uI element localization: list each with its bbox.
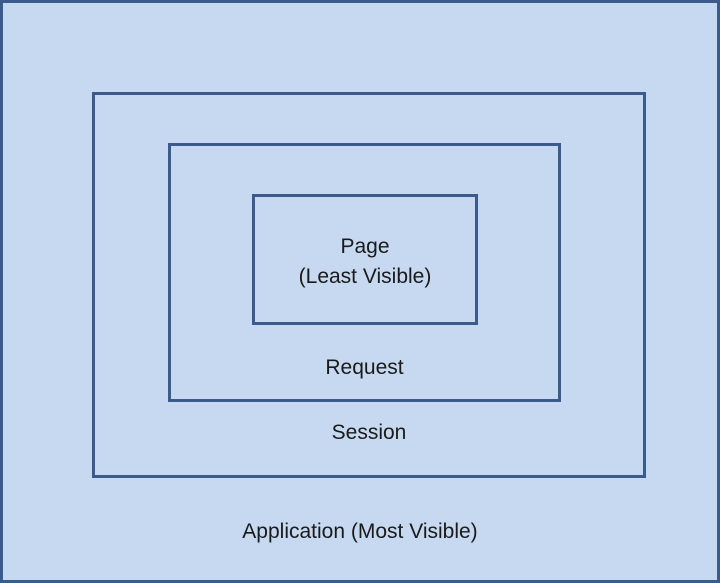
session-scope-label: Session	[331, 421, 407, 444]
page-scope-title: Page	[340, 235, 390, 258]
page-scope-box	[252, 194, 478, 325]
page-scope-label: Page (Least Visible)	[252, 232, 478, 292]
request-scope-label: Request	[325, 356, 404, 379]
page-scope-note: (Least Visible)	[298, 265, 432, 288]
application-scope-label: Application (Most Visible)	[242, 520, 478, 543]
